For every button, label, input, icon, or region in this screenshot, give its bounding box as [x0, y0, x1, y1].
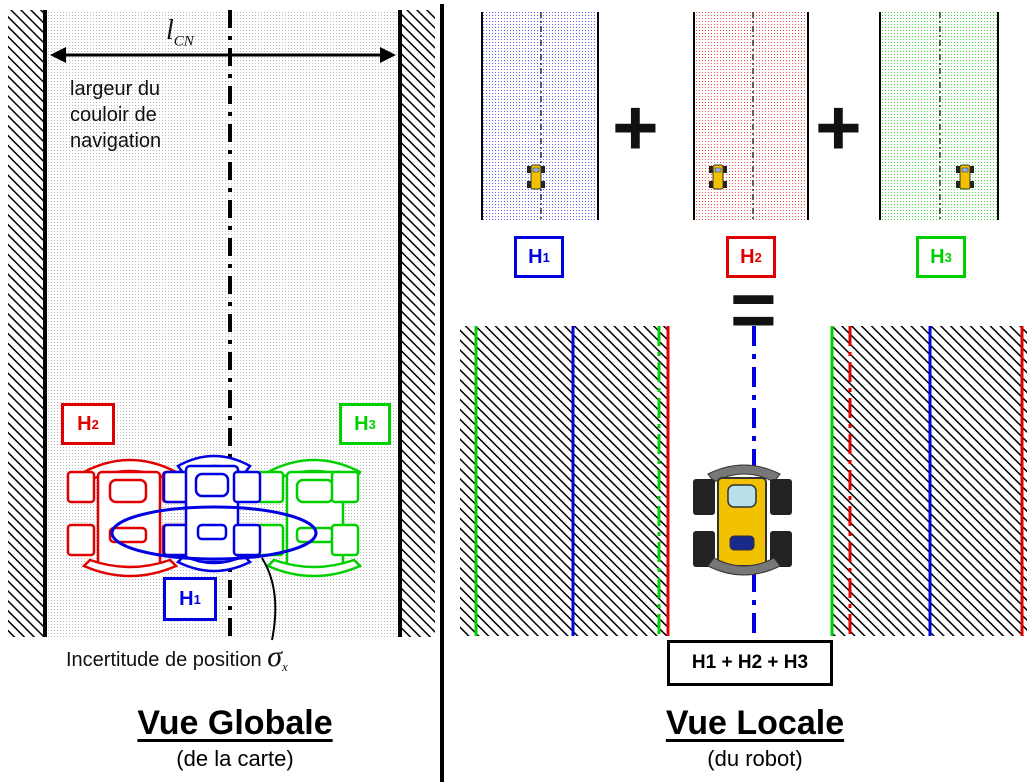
uncertainty-label: Incertitude de position σx [66, 642, 288, 682]
sigma-symbol: σ [267, 640, 283, 673]
plus-sign-2: + [815, 83, 862, 172]
robot-h1-outline [162, 454, 262, 573]
h-letter: H [354, 412, 369, 435]
equals-sign: = [730, 265, 777, 354]
hypothesis-panel-h2 [693, 12, 809, 220]
h-letter: H [740, 245, 755, 268]
width-symbol-sub: CN [173, 33, 194, 50]
h-index: 3 [944, 249, 952, 265]
uncertainty-pointer [261, 557, 277, 641]
width-label-line: largeur du [70, 78, 161, 100]
global-view-subtitle: (de la carte) [176, 746, 294, 771]
sigma-sub: x [282, 659, 288, 674]
h-index: 3 [368, 416, 376, 432]
local-view-subtitle: (du robot) [707, 746, 803, 771]
right-wall [401, 10, 435, 637]
local-view-title: Vue Locale [665, 704, 845, 742]
h-index: 1 [193, 591, 201, 607]
hypothesis-panel-h1 [481, 12, 599, 220]
width-label-line: couloir de [70, 104, 157, 126]
corridor-width-arrow [50, 47, 396, 63]
robot-large [693, 464, 792, 576]
plus-sign-1: + [612, 83, 659, 172]
corridor-width-symbol: lCN [166, 16, 194, 57]
width-symbol: l [166, 15, 174, 46]
corridor-width-label: largeur du couloir de navigation [70, 76, 161, 154]
width-label-line: navigation [70, 130, 162, 152]
h-letter: H [77, 412, 92, 435]
h-letter: H [528, 245, 543, 268]
h-letter: H [930, 245, 945, 268]
h-index: 2 [754, 249, 762, 265]
global-view-title: Vue Globale [137, 704, 333, 742]
sum-label: H1 + H2 + H3 [667, 640, 833, 686]
h-index: 1 [542, 249, 550, 265]
uncertainty-ellipse [110, 505, 318, 561]
uncertainty-text: Incertitude de position [66, 649, 262, 671]
h-letter: H [179, 587, 194, 610]
left-wall [8, 10, 44, 637]
hypothesis-panel-h3 [879, 12, 999, 220]
h-index: 2 [91, 416, 99, 432]
